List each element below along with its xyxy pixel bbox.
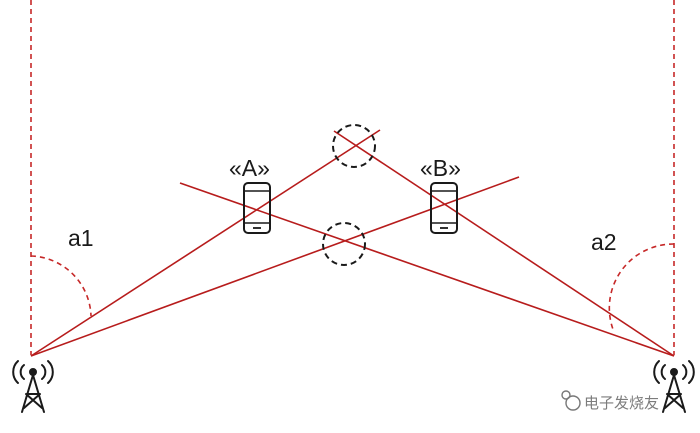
cell-tower-icon [653, 360, 695, 413]
watermark-text: 电子发烧友 [584, 394, 659, 412]
intersection-circle-lower [322, 222, 366, 266]
label-a1: a1 [68, 225, 94, 251]
ray-right-lower [179, 182, 675, 357]
label-a2: a2 [591, 229, 617, 255]
label-phone-a: «A» [229, 155, 270, 181]
ray-left-upper [30, 129, 381, 357]
angle-arc-a1 [30, 255, 92, 317]
ray-right-upper [333, 130, 675, 357]
watermark-logo-icon [561, 390, 581, 411]
label-phone-b: «B» [420, 155, 461, 181]
smartphone-icon [430, 182, 458, 234]
smartphone-icon [243, 182, 271, 234]
angle-arc-a2 [608, 243, 675, 333]
intersection-circle-upper [332, 124, 376, 168]
cell-tower-icon [12, 360, 54, 413]
watermark: 电子发烧友 [561, 390, 659, 412]
ray-left-lower [30, 176, 520, 357]
